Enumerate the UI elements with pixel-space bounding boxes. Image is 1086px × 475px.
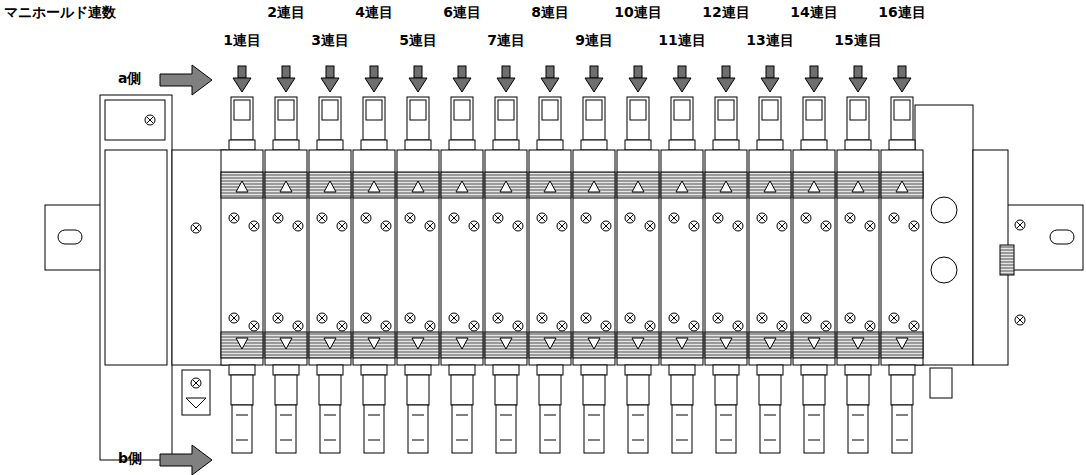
station-label: 12連目 [702,4,749,21]
station-arrows [233,66,911,92]
end-block-left [100,95,227,460]
side-label: a側 [118,70,141,87]
valve-stations [221,97,923,453]
station-label: 13連目 [746,32,793,49]
heading-label: マニホールド連数 [4,4,116,21]
station-label: 14連目 [790,4,837,21]
station-label: 5連目 [399,32,437,49]
station-label: 16連目 [878,4,925,21]
station-label: 9連目 [575,32,613,49]
side-label: b側 [118,450,142,467]
station-label: 1連目 [223,32,261,49]
station-label: 8連目 [531,4,569,21]
station-label: 7連目 [487,32,525,49]
end-plate-right [915,105,1025,398]
station-label: 11連目 [658,32,705,49]
side-arrows [160,65,212,475]
station-label: 4連目 [355,4,393,21]
station-label: 10連目 [614,4,661,21]
station-label: 3連目 [311,32,349,49]
station-label: 15連目 [834,32,881,49]
station-label: 6連目 [443,4,481,21]
station-label: 2連目 [267,4,305,21]
